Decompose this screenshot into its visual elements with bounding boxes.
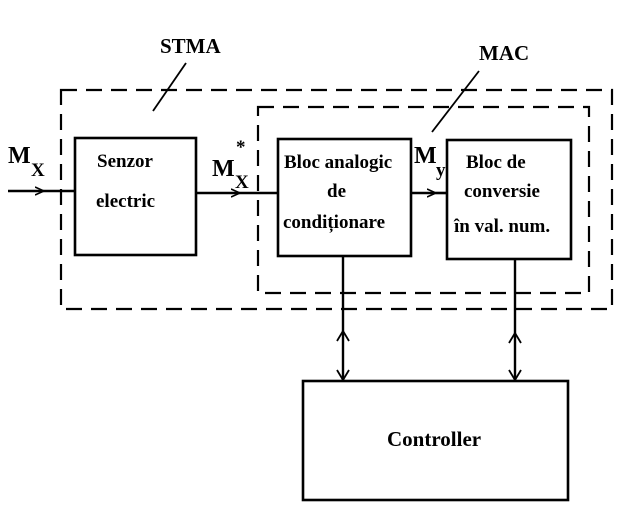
senzor-line2: electric <box>96 191 155 212</box>
mxstar-sup: * <box>236 137 246 158</box>
mxstar-signal-label: M X * <box>212 137 249 193</box>
my-sub: y <box>436 160 446 181</box>
mac-label: MAC <box>479 41 529 65</box>
bloc-analogic-line2: de <box>327 181 346 202</box>
mac-leader <box>431 70 480 133</box>
mac-boundary <box>256 105 591 295</box>
bloc-conversie-line1: Bloc de <box>466 152 526 173</box>
controller-block <box>301 379 570 502</box>
controller-label: Controller <box>387 427 481 451</box>
my-main: M <box>414 143 437 169</box>
bloc-conversie-line3: în val. num. <box>453 216 550 237</box>
conversie-link-arrow-up <box>508 331 522 344</box>
stma-leader <box>152 62 187 112</box>
stma-boundary <box>59 88 614 311</box>
bloc-conversie-line2: conversie <box>464 181 540 202</box>
mx-main: M <box>8 143 31 169</box>
mx-sub: X <box>31 160 45 181</box>
mx-signal-label: M X <box>8 143 45 181</box>
senzor-electric-block <box>73 136 198 257</box>
senzor-line1: Senzor <box>97 151 154 172</box>
conversie-link-arrow-down <box>508 369 522 382</box>
bloc-conversie-block <box>445 138 573 261</box>
mxstar-main: M <box>212 156 235 182</box>
bloc-analogic-line3: condiționare <box>283 212 385 233</box>
stma-label: STMA <box>160 34 222 58</box>
mxstar-sub: X <box>235 172 249 193</box>
analogic-link-arrow-up <box>336 329 350 342</box>
analogic-link-arrow-down <box>336 369 350 382</box>
my-signal-label: M y <box>414 143 446 181</box>
bloc-analogic-block <box>276 137 413 258</box>
bloc-analogic-line1: Bloc analogic <box>284 152 392 173</box>
